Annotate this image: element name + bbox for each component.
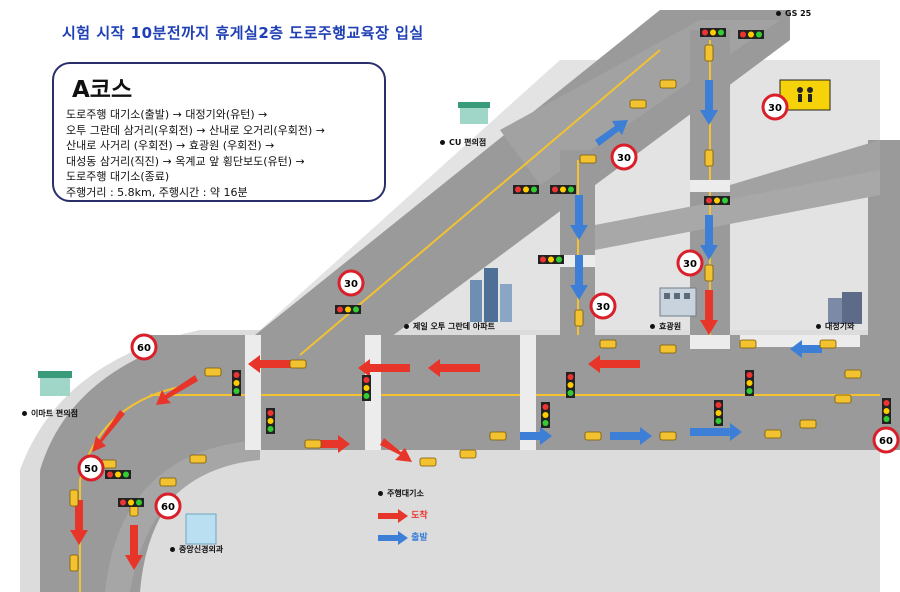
legend-departure-label: 출발 — [411, 533, 428, 543]
svg-text:30: 30 — [596, 302, 610, 313]
route-line: 도로주행 대기소(출발) → 대정기와(유턴) → — [66, 108, 268, 121]
course-summary: 주행거리 : 5.8km, 주행시간 : 약 16분 — [66, 185, 248, 199]
svg-text:50: 50 — [84, 464, 98, 475]
mid-connector-road — [595, 170, 880, 250]
departure-route — [520, 80, 822, 445]
landmark-emart: 이마트 편의점 — [22, 408, 78, 419]
landmark-daejeonggiwa: 대정기와 — [816, 321, 854, 332]
route-line: 산내로 사거리 (우회전) → 효광원 (우회전) → — [66, 139, 275, 152]
svg-text:60: 60 — [137, 343, 151, 354]
speed-sign-60: 60 — [154, 492, 182, 520]
route-line: 도로주행 대기소(종료) — [66, 170, 170, 183]
arrival-route — [70, 290, 718, 570]
legend-arrival-label: 도착 — [411, 511, 428, 521]
svg-text:30: 30 — [768, 103, 782, 114]
hospital-building-icon — [185, 513, 217, 545]
speed-sign-60: 60 — [130, 333, 158, 361]
car-markers — [69, 44, 862, 572]
legend-departure: 출발 — [378, 530, 428, 545]
svg-text:60: 60 — [161, 502, 175, 513]
course-info-box: A코스 도로주행 대기소(출발) → 대정기와(유턴) → 오투 그란데 삼거리… — [52, 62, 386, 202]
apartment-building-icon — [470, 268, 512, 322]
speed-sign-30: 30 — [761, 93, 789, 121]
landmark-hyogwangwon: 효광원 — [650, 321, 681, 332]
crosswalk — [690, 180, 730, 192]
lane-line — [299, 49, 661, 356]
svg-text:30: 30 — [344, 279, 358, 290]
crosswalk — [245, 335, 261, 450]
blue-arrow-icon — [378, 530, 408, 545]
crosswalk — [690, 335, 730, 349]
route-line: 오투 그란데 삼거리(우회전) → 산내로 오거리(우회전) → — [66, 123, 325, 137]
legend-title: 주행대기소 — [378, 488, 424, 499]
landmark-cu: CU 편의점 — [440, 137, 486, 148]
hyogwangwon-building-icon — [659, 287, 697, 317]
landmark-gs25: GS 25 — [776, 9, 811, 18]
speed-sign-50: 50 — [77, 454, 105, 482]
traffic-lights — [105, 28, 891, 507]
speed-sign-30: 30 — [676, 249, 704, 277]
left-curve-road — [40, 335, 260, 592]
legend-arrival: 도착 — [378, 508, 428, 523]
course-title: A코스 — [72, 77, 133, 103]
speed-sign-30: 30 — [589, 292, 617, 320]
speed-sign-30: 30 — [610, 143, 638, 171]
svg-text:30: 30 — [617, 153, 631, 164]
landmark-joongang: 중앙신경외과 — [170, 544, 223, 555]
cu-store-icon — [458, 102, 490, 124]
svg-text:60: 60 — [879, 436, 893, 447]
route-line: 대성동 삼거리(직진) → 옥계교 앞 횡단보도(유턴) → — [66, 154, 305, 168]
speed-sign-30: 30 — [337, 269, 365, 297]
exam-notice: 시험 시작 10분전까지 휴게실2층 도로주행교육장 입실 — [62, 24, 424, 42]
speed-sign-60: 60 — [872, 426, 900, 454]
svg-text:30: 30 — [683, 259, 697, 270]
emart-store-icon — [38, 371, 72, 396]
red-arrow-icon — [378, 508, 408, 523]
crosswalk — [520, 335, 536, 450]
landmark-ohtwo: 제일 오투 그란데 아파트 — [404, 321, 495, 332]
daejeonggiwa-building-icon — [828, 292, 862, 324]
